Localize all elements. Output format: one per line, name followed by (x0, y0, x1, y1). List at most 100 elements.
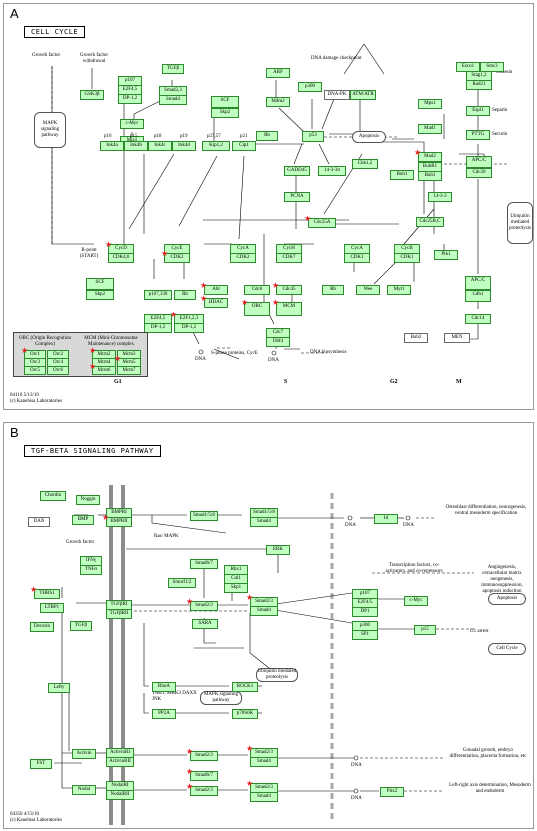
gene-cdc20[interactable]: Cdc20 (466, 168, 492, 178)
gene-ink4a[interactable]: Ink4a (100, 141, 124, 151)
gene-id[interactable]: Id (374, 514, 398, 524)
gene-smad23-e[interactable]: Smad2/3 (190, 786, 218, 796)
gene-gsk3b[interactable]: GSK3β (80, 90, 104, 100)
apoptosis-box[interactable]: Apoptosis (352, 131, 386, 143)
gene-rb-1[interactable]: Rb (174, 290, 196, 300)
gene-abl[interactable]: Abl (204, 285, 228, 295)
gene-pitx2[interactable]: Pitx2 (380, 787, 404, 797)
gene-smad67-a[interactable]: Smad6/7 (190, 559, 218, 569)
gene-cmyc-b[interactable]: c-Myc (404, 596, 428, 606)
ubiquitin-proteolysis-box[interactable]: Ubiquitin mediated proteolysis (507, 202, 533, 244)
gene-apcc-1[interactable]: APC/C (466, 156, 492, 168)
gene-mps1[interactable]: Mps1 (418, 99, 442, 109)
gene-dnapk[interactable]: DNA-PK (324, 90, 350, 100)
gene-mdm2[interactable]: Mdm2 (266, 97, 290, 107)
gene-bmpr2[interactable]: BMPRII (106, 517, 132, 527)
cell-cycle-box-b[interactable]: Cell Cycle (488, 643, 526, 655)
gene-tgfbr2[interactable]: TGFβRII (106, 609, 132, 619)
gene-erk[interactable]: ERK (266, 545, 290, 555)
gene-sp1[interactable]: SP1 (352, 630, 378, 640)
gene-atm-atr[interactable]: ATM/ATR (350, 90, 376, 100)
gene-cdc25a[interactable]: Cdc25A (308, 218, 336, 228)
gene-tgfb-b[interactable]: TGFβ (70, 621, 92, 631)
gene-smad23-b1[interactable]: Smad2/3 (190, 601, 218, 611)
gene-rad21[interactable]: Rad21 (466, 80, 492, 90)
gene-smad4-b2[interactable]: Smad4 (250, 606, 278, 616)
gene-14-3-3-sigma[interactable]: 14-3-3σ (318, 166, 346, 176)
gene-orc[interactable]: ORC (244, 302, 270, 316)
gene-chordin[interactable]: Chordin (40, 491, 66, 501)
gene-cmyc-a[interactable]: c-Myc (120, 119, 144, 129)
gene-fst[interactable]: FST (30, 759, 52, 769)
gene-bub2[interactable]: Bub2 (404, 333, 428, 343)
gene-orc5[interactable]: Orc5 (24, 366, 46, 375)
gene-ink4b[interactable]: Ink4b (124, 141, 148, 151)
gene-cip1[interactable]: Cip1 (232, 141, 256, 151)
gene-p53[interactable]: p53 (302, 131, 324, 142)
gene-scf-b[interactable]: SCF (86, 278, 114, 290)
gene-ink4c[interactable]: Ink4c (148, 141, 172, 151)
gene-pttg[interactable]: PTTG (466, 130, 490, 140)
gene-dbf4[interactable]: Dbf4 (266, 337, 290, 347)
gene-rb-0[interactable]: Rb (256, 131, 278, 141)
gene-dp1[interactable]: DP1 (352, 607, 378, 617)
gene-smad158-a[interactable]: Smad1/5/8 (190, 511, 218, 521)
gene-smad4-d[interactable]: Smad4 (250, 792, 278, 802)
gene-cdc45[interactable]: Cdc45 (276, 285, 302, 295)
gene-dp12-b[interactable]: DP-1,2 (144, 323, 172, 333)
gene-cdc6[interactable]: Cdc6 (244, 285, 270, 295)
gene-cdk7[interactable]: CDK7 (276, 253, 302, 263)
gene-kip12[interactable]: Kip1,2 (202, 141, 230, 151)
gene-tgfb-a[interactable]: TGFβ (162, 64, 184, 74)
gene-nodal[interactable]: Nodal (72, 785, 96, 795)
gene-apcc-2[interactable]: APC/C (465, 276, 491, 290)
gene-noggin[interactable]: Noggin (76, 495, 100, 505)
gene-cdh1[interactable]: Cdh1 (465, 290, 491, 302)
gene-wee[interactable]: Wee (356, 285, 380, 295)
gene-ink4d[interactable]: Ink4d (172, 141, 196, 151)
ubiquitin-proteolysis-box-b[interactable]: Ubiquitin mediated proteolysis (256, 668, 298, 682)
gene-tnfa[interactable]: TNFα (80, 565, 102, 575)
gene-dp12-c[interactable]: DP-1,2 (174, 323, 204, 333)
gene-cdc14[interactable]: Cdc14 (465, 314, 491, 324)
gene-p15[interactable]: p15 (414, 625, 436, 635)
mapk-pathway-box[interactable]: MAPK signaling pathway (34, 112, 66, 148)
gene-rock1[interactable]: ROCK1 (232, 682, 258, 692)
gene-smurf[interactable]: Smurf1/2 (168, 578, 196, 588)
gene-men[interactable]: MEN (444, 333, 470, 343)
gene-cdk1-b[interactable]: CDK1 (394, 253, 420, 263)
gene-mcm7[interactable]: Mcm7 (117, 366, 141, 375)
gene-espl1[interactable]: Espl1 (466, 106, 490, 116)
gene-cdk46[interactable]: CDK4,6 (108, 253, 134, 263)
gene-rb-2[interactable]: Rb (322, 285, 344, 295)
gene-skp2-a[interactable]: Skp2 (211, 108, 239, 118)
gene-smad23-c[interactable]: Smad2/3 (190, 751, 218, 761)
gene-bub1[interactable]: Bub1 (390, 170, 414, 180)
gene-bub3[interactable]: Bub3 (418, 171, 442, 181)
gene-dan[interactable]: DAN (28, 517, 50, 527)
gene-activin[interactable]: Activin (72, 749, 96, 759)
gene-chk12[interactable]: Chk1,2 (352, 159, 378, 169)
gene-sara[interactable]: SARA (192, 619, 218, 629)
gene-p107-130[interactable]: p107,130 (144, 290, 172, 300)
gene-decorin[interactable]: Decorin (30, 622, 54, 632)
gene-mcm[interactable]: MCM (276, 302, 302, 316)
apoptosis-box-b[interactable]: Apoptosis (488, 593, 526, 605)
gene-smc3[interactable]: Smc3 (480, 62, 504, 72)
gene-rhoa[interactable]: RhoA (152, 682, 176, 692)
gene-cdk2-b[interactable]: CDK2 (230, 253, 256, 263)
gene-orc6[interactable]: Orc6 (47, 366, 69, 375)
gene-smad67-b[interactable]: Smad6/7 (190, 771, 218, 781)
gene-lefty[interactable]: Lefty (48, 683, 70, 693)
gene-dp12-a[interactable]: DP-1,2 (118, 94, 142, 104)
gene-plk1[interactable]: Plk1 (434, 250, 458, 260)
mapk-pathway-box-b[interactable]: MAPK signaling pathway (200, 691, 242, 705)
gene-cdk2-a[interactable]: CDK2 (164, 253, 190, 263)
gene-pcna[interactable]: PCNA (284, 192, 310, 202)
gene-mcm6[interactable]: Mcm6 (92, 366, 116, 375)
gene-p300-a[interactable]: p300 (298, 82, 322, 92)
gene-mad2[interactable]: Mad2 (418, 152, 442, 162)
gene-nodalr2[interactable]: NodalRII (106, 790, 134, 800)
gene-14-3-3[interactable]: 14-3-3 (428, 192, 452, 202)
gene-cdk1-a[interactable]: CDK1 (344, 253, 370, 263)
